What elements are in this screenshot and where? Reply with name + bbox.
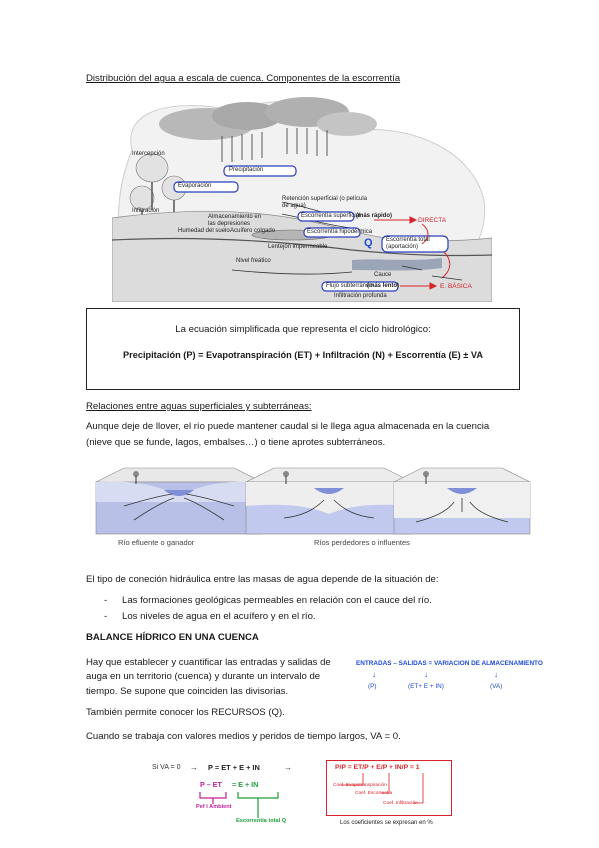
equation-text: Precipitación (P) = Evapotranspiración (…: [123, 350, 483, 360]
bullet-dash-2: -: [104, 611, 108, 622]
arrow-down-va: ↓: [494, 670, 498, 679]
balance-para-line3: tiempo. Se supone que coinciden las divi…: [86, 686, 289, 697]
label-soil-moisture: Humedad del suelo: [178, 228, 230, 234]
formula-e-plus-in: = E + IN: [232, 780, 259, 789]
hydrological-cycle-svg: [111, 97, 493, 303]
label-impermeable-lens: Lentejón impermeable: [268, 244, 328, 250]
hydrological-cycle-diagram: Intercepción Precipitación Evaporación I…: [111, 90, 493, 303]
label-subsurface-runoff: Escorrentía hipodérmica: [307, 229, 373, 235]
section-heading-distribution: Distribución del agua a escala de cuenca…: [86, 73, 401, 84]
label-water-table: Nivel freático: [236, 258, 271, 264]
relations-para-line2: (nieve que se funde, lagos, embalses…) o…: [86, 437, 386, 448]
label-basic: E. BÁSICA: [440, 283, 472, 290]
equation-intro: La ecuación simplificada que representa …: [175, 324, 431, 335]
label-precipitation: Precipitación: [229, 167, 264, 173]
label-surface-retention: Retención superficial (o película de agu…: [282, 196, 368, 209]
formula-p-eq: P = ET + E + IN: [208, 763, 260, 772]
label-evaporation: Evaporación: [178, 183, 212, 189]
formula-va-zero: Si VA = 0: [152, 764, 181, 771]
bullet-item-1: Las formaciones geológicas permeables en…: [122, 595, 432, 606]
figure-label-influent: Ríos perdedores o influentes: [314, 538, 410, 547]
arrow-down-out: ↓: [424, 670, 428, 679]
label-perched-aquifer: Acuífero colgado: [230, 228, 276, 234]
section-heading-balance: BALANCE HÍDRICO EN UNA CUENCA: [86, 632, 259, 643]
mean-values-text: Cuando se trabaja con valores medios y p…: [86, 731, 401, 742]
coef-runoff: Coef. Escorrentía: [355, 791, 393, 796]
relations-para-line1: Aunque deje de llover, el río puede mant…: [86, 421, 490, 432]
river-types-figure: [94, 462, 534, 548]
label-faster: (más rápido): [356, 213, 393, 219]
recursos-text: También permite conocer los RECURSOS (Q)…: [86, 707, 285, 718]
balance-para-line1: Hay que establecer y cuantificar las ent…: [86, 657, 331, 668]
balance-header: ENTRADAS – SALIDAS = VARIACION DE ALMACE…: [356, 660, 543, 667]
formula-label-pef: Pef l Ambient: [196, 804, 232, 810]
coef-infiltration: Coef. Infiltración: [383, 801, 418, 806]
equation-box: La ecuación simplificada que representa …: [86, 308, 520, 390]
label-groundwater-flow: Flujo subterráneo: [326, 283, 373, 289]
formula-label-total-q: Escorrentía total Q: [236, 818, 287, 824]
formula-arrow-right: →: [190, 763, 198, 772]
label-q: Q: [364, 237, 373, 249]
label-total-runoff: Escorrentía total (aportación): [386, 237, 430, 250]
bullet-dash-1: -: [104, 595, 108, 606]
formula-arrow-right-2: →: [284, 763, 292, 772]
arrow-down-p: ↓: [372, 670, 376, 679]
river-types-svg: [95, 467, 531, 535]
formula-brackets-svg: [199, 792, 279, 818]
label-slower: (más lento): [367, 283, 400, 289]
label-infiltration: Infiltración: [132, 208, 160, 214]
coefficients-equation: P/P = ET/P + E/P + IN/P = 1: [335, 764, 420, 771]
label-interception: Intercepción: [132, 151, 165, 157]
label-channel: Cauce: [374, 272, 392, 278]
connection-intro: El tipo de coneción hidráulica entre las…: [86, 574, 439, 585]
formula-figure: Si VA = 0 → P = ET + E + IN → P – ET = E…: [152, 760, 452, 832]
bullet-item-2: Los niveles de agua en el acuífero y en …: [122, 611, 316, 622]
label-surface-runoff: Escorrentía superficial: [301, 213, 361, 219]
coefficients-footer: Los coeficientes se expresan en %: [340, 820, 433, 826]
label-deep-infiltration: Infiltración profunda: [334, 293, 387, 299]
label-direct: DIRECTA: [418, 217, 447, 224]
balance-out: (ET+ E + IN): [408, 683, 444, 690]
coef-evapotranspiration: Coef. Evapotranspiración: [333, 783, 387, 788]
coefficients-arrows-svg: [341, 773, 424, 804]
coefficients-box: P/P = ET/P + E/P + IN/P = 1 Coef. Evapot…: [326, 760, 452, 816]
label-storage: Almacenamiento en las depresiones: [208, 214, 262, 227]
balance-para-line2: auga en un territorio (cuenca) y durante…: [86, 671, 321, 682]
formula-p-minus-et: P – ET: [200, 780, 222, 789]
balance-va: (VA): [490, 683, 503, 690]
figure-label-effluent: Río efluente o ganador: [118, 538, 195, 547]
balance-p: (P): [368, 683, 377, 690]
section-heading-relations: Relaciones entre aguas superficiales y s…: [86, 401, 312, 412]
